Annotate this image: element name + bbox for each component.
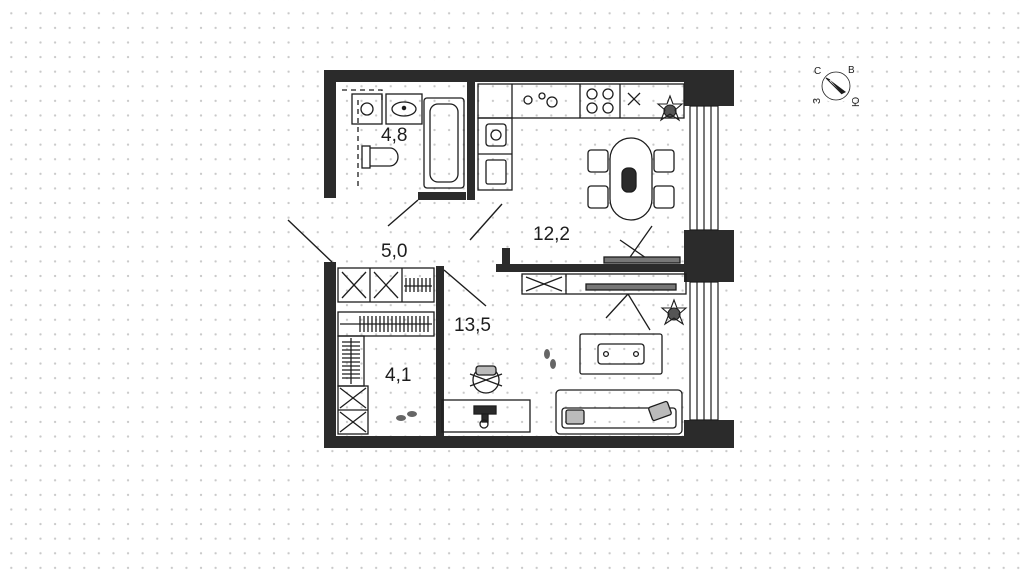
kitchen-area: 12,2: [533, 224, 570, 245]
compass-needle-icon: [830, 80, 846, 94]
wardrobe-area: 4,1: [385, 365, 411, 386]
window-lower: [689, 281, 719, 421]
hallway-wardrobe: [337, 267, 435, 303]
living-furniture: [555, 333, 683, 435]
hallway-area: 5,0: [381, 241, 407, 262]
kitchen-counters: [477, 83, 685, 191]
closet-fixtures: [337, 311, 435, 435]
door-swings: [287, 199, 503, 307]
plant-icon-living: [660, 298, 688, 326]
window-upper: [689, 105, 719, 231]
tv-units: [521, 225, 687, 331]
bathroom-area: 4,8: [381, 125, 407, 146]
plant-icon: [656, 94, 684, 122]
compass-west: З: [812, 98, 823, 104]
workspace: [441, 365, 531, 433]
walls: [324, 70, 734, 448]
slippers-icon: [396, 349, 556, 421]
bathroom-fixtures: [342, 89, 465, 190]
living-area: 13,5: [454, 315, 491, 336]
compass-south: Ю: [851, 97, 862, 107]
compass-north: С: [814, 66, 821, 77]
compass-east: В: [848, 65, 855, 76]
dining-set: [587, 137, 675, 221]
compass: С В Ю З: [812, 65, 862, 107]
